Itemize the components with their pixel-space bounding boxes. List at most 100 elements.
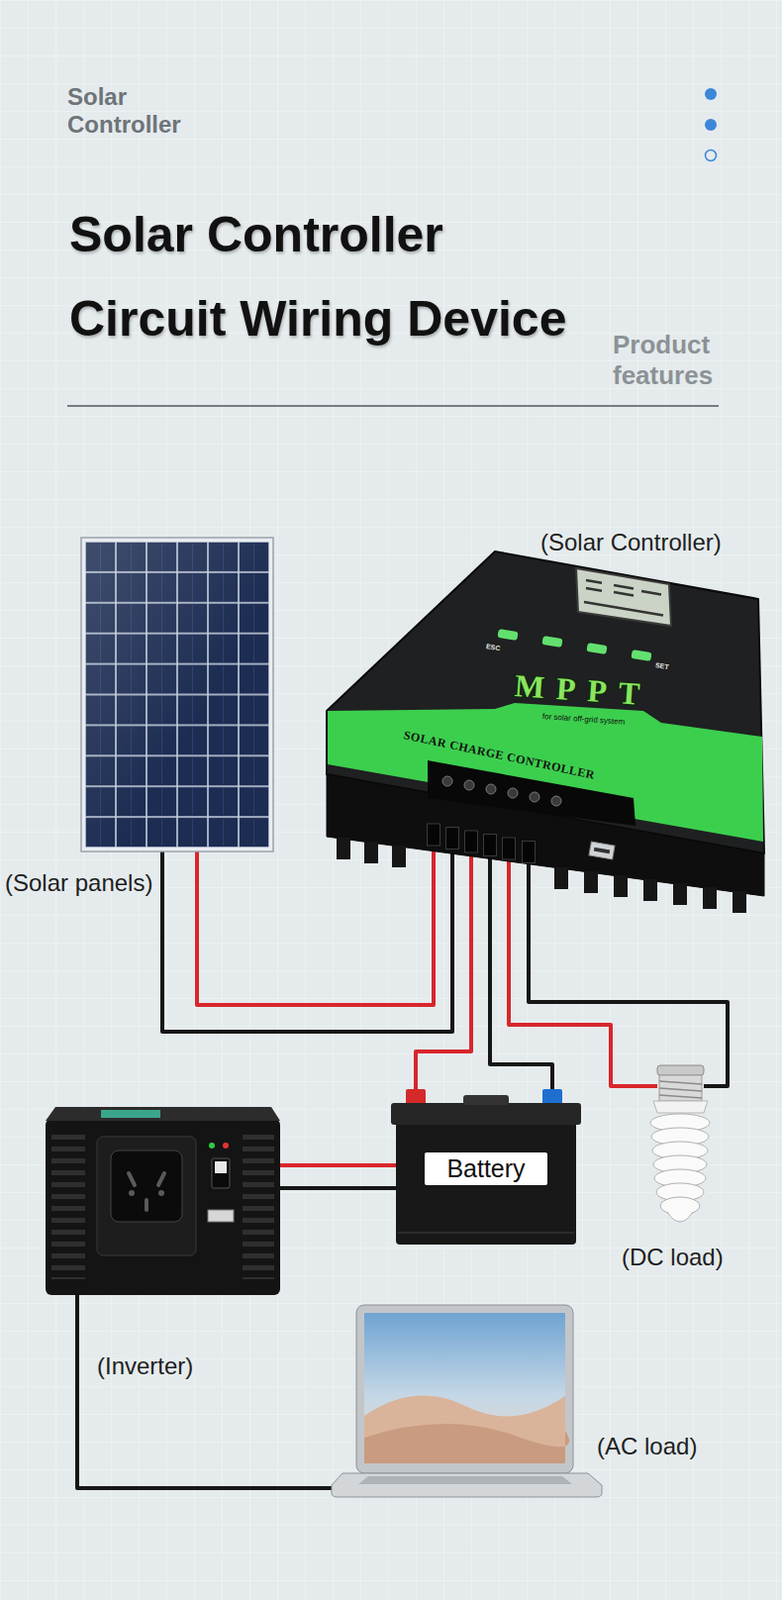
control-button (496, 628, 518, 641)
node-label: (AC load) (596, 1432, 697, 1461)
usb-port (588, 841, 615, 860)
switch-rocker (214, 1161, 227, 1173)
bulb-thread (659, 1075, 702, 1101)
solar-panel-box: (Solar panels) (81, 537, 274, 852)
usb-port (207, 1209, 234, 1222)
inverter-sticker (100, 1109, 161, 1118)
bulb-neck (653, 1100, 708, 1113)
terminal-screw (551, 795, 562, 806)
socket-hole (158, 1189, 165, 1196)
control-button (630, 649, 652, 662)
wire-connector (489, 836, 553, 1106)
page-dot (704, 88, 717, 100)
heat-sink-fin (391, 845, 406, 868)
label-holder: MPPT (514, 667, 653, 704)
device-name: SOLAR CHARGE CONTROLLER (402, 728, 596, 782)
battery-art (391, 1088, 582, 1245)
wire-connector (280, 1185, 396, 1190)
dune (364, 1423, 570, 1464)
status-led (208, 1142, 215, 1149)
heat-sink-fin (336, 837, 351, 860)
heat-sink-fin (673, 882, 687, 905)
bulb-cap (657, 1065, 704, 1076)
wire-terminal (522, 841, 536, 864)
inverter-body (45, 1118, 281, 1295)
heat-sink-fin (702, 886, 717, 909)
wire-terminal (465, 830, 479, 853)
socket-holes (128, 1173, 165, 1210)
button-label: SET (654, 661, 670, 672)
page-dot (704, 118, 717, 131)
terminal-screw (464, 780, 475, 790)
inverter-vent (242, 1134, 275, 1279)
wire-connector (196, 836, 434, 1005)
usb-slot (593, 847, 610, 855)
heat-sink-fin (643, 879, 658, 901)
negative-post (542, 1088, 563, 1105)
socket-panel (97, 1136, 196, 1256)
corner-caption: Solar Controller (67, 83, 206, 139)
control-button (586, 642, 607, 655)
label-holder: Solar Controller (67, 83, 206, 139)
heat-sink-fin (613, 875, 628, 897)
label-holder: SOLAR CHARGE CONTROLLER (403, 728, 599, 743)
terminal-screw (486, 783, 496, 794)
lcd-screen (576, 568, 672, 626)
battery-box: Battery (395, 1105, 577, 1245)
wire-terminal (502, 837, 516, 860)
battery-handle (463, 1094, 509, 1105)
status-led (222, 1142, 229, 1149)
inverter-vent (51, 1134, 86, 1279)
wire-connector (280, 1163, 396, 1168)
page-dot (705, 150, 717, 162)
page-title: Solar Controller Circuit Wiring Device (69, 193, 594, 362)
spiral-tip (667, 1211, 693, 1222)
power-switch (211, 1158, 230, 1188)
thread-lines (659, 1080, 702, 1098)
wire-terminal (427, 823, 441, 846)
wire-connector (162, 836, 453, 1032)
terminal-screw (529, 791, 540, 802)
inverter-box: (Inverter) (45, 1110, 281, 1295)
label-holder: for solar off-grid system (542, 711, 625, 721)
brand-mark: MPPT (513, 667, 654, 713)
socket-hole (128, 1189, 135, 1196)
ac-load-box: (AC load) (331, 1304, 602, 1497)
panel-frame (81, 537, 274, 852)
inverter-art (45, 1106, 281, 1295)
label-holder: Product features (612, 329, 737, 391)
solar-panel-art (81, 537, 274, 852)
panel-sheen (85, 541, 270, 848)
laptop-lid (356, 1304, 574, 1473)
divider-rule (67, 404, 719, 407)
node-label: (DC load) (621, 1243, 724, 1271)
panel-cells (85, 541, 270, 848)
ac-socket (110, 1150, 183, 1222)
node-label: (Solar panels) (4, 869, 153, 897)
battery-body (395, 1113, 577, 1245)
positive-post (405, 1088, 426, 1105)
device-subtitle: for solar off-grid system (542, 711, 626, 727)
battery-lid (391, 1102, 582, 1125)
wire-connector (415, 836, 472, 1106)
lcd-segments (584, 580, 664, 616)
laptop-keyboard (358, 1475, 573, 1484)
title-holder: Solar Controller Circuit Wiring Device (69, 193, 594, 362)
inverter-top (45, 1106, 281, 1121)
wire-terminal (484, 834, 497, 857)
button-label: ESC (485, 642, 500, 653)
terminal-screw (442, 776, 453, 786)
heat-sink-fin (732, 890, 747, 913)
wire-terminal (446, 827, 460, 850)
node-label: (Inverter) (97, 1352, 194, 1380)
control-button (541, 635, 563, 648)
side-caption: Product features (612, 329, 737, 391)
bulb-art (650, 1065, 710, 1222)
wire-connector (77, 1294, 332, 1488)
label-holder: SET (655, 661, 670, 670)
label-holder: ESC (486, 642, 500, 651)
